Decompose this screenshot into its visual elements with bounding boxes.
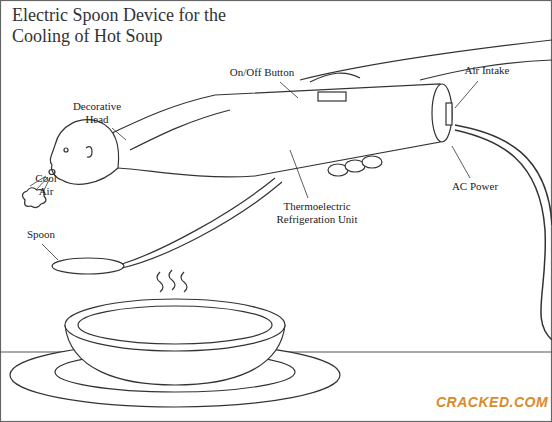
diagram-title: Electric Spoon Device for the Cooling of… [12, 5, 262, 47]
device-body [215, 84, 440, 176]
steam [157, 272, 163, 292]
hand [310, 73, 360, 82]
part-label: Spoon [16, 228, 66, 241]
leader-line [280, 82, 298, 98]
decorative-head [50, 120, 118, 184]
steam [169, 270, 175, 290]
part-label: Air Intake [452, 64, 522, 77]
spoon-bowl [52, 258, 124, 274]
hand [300, 40, 552, 80]
on-off-button [318, 92, 346, 101]
power-cord [455, 125, 552, 225]
device-end [432, 84, 452, 142]
spoon-handle [122, 182, 282, 268]
spoon-handle [122, 178, 275, 264]
eye [64, 148, 68, 152]
power-cord [455, 130, 552, 340]
watermark: CRACKED.COM [436, 394, 546, 410]
steam [181, 272, 187, 292]
device-neck [112, 95, 215, 133]
leader-line [112, 128, 126, 140]
part-label: Cool Air [28, 172, 64, 198]
finger [362, 156, 382, 168]
bowl-rim [65, 299, 285, 351]
leader-line [42, 244, 58, 260]
leader-line [455, 81, 478, 108]
leader-line [452, 146, 470, 178]
part-label: On/Off Button [222, 66, 302, 79]
hand [420, 60, 552, 80]
air-intake [446, 103, 452, 125]
part-label: Thermoelectric Refrigeration Unit [262, 200, 372, 226]
bowl-inner [78, 306, 272, 344]
device-neck [118, 168, 255, 177]
ear [86, 147, 92, 157]
device-contour [130, 110, 230, 150]
part-label: Decorative Head [62, 100, 132, 126]
leader-line [290, 150, 308, 198]
part-label: AC Power [440, 180, 510, 193]
